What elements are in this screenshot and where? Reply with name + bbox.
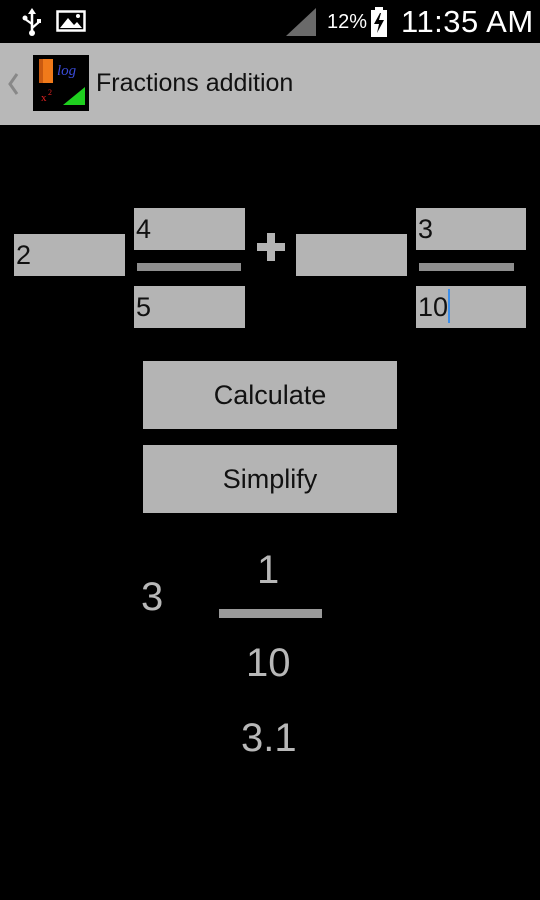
battery-charging-icon <box>371 7 387 37</box>
svg-text:log: log <box>57 63 77 79</box>
page-title: Fractions addition <box>96 69 294 97</box>
second-numerator-input[interactable] <box>416 208 526 250</box>
simplify-button[interactable]: Simplify <box>143 445 397 513</box>
clock: 11:35 AM <box>401 4 534 39</box>
svg-text:2: 2 <box>48 88 52 97</box>
signal-icon <box>286 8 316 36</box>
plus-icon <box>257 233 285 261</box>
usb-icon <box>22 8 41 36</box>
battery-percent: 12% <box>327 11 368 33</box>
first-whole-input[interactable] <box>14 234 125 276</box>
chevron-left-icon[interactable] <box>6 71 20 97</box>
text-cursor <box>448 289 450 323</box>
first-fraction-bar <box>137 263 241 271</box>
second-fraction-bar <box>419 263 514 271</box>
first-denominator-input[interactable] <box>134 286 245 328</box>
result-whole: 3 <box>141 575 164 619</box>
result-fraction-bar <box>219 609 322 618</box>
gallery-icon <box>56 10 86 32</box>
app-logo-icon[interactable]: log x 2 <box>33 55 89 111</box>
result-decimal: 3.1 <box>241 716 297 760</box>
second-whole-input[interactable] <box>296 234 407 276</box>
action-bar: log x 2 Fractions addition <box>0 43 540 125</box>
first-numerator-input[interactable] <box>134 208 245 250</box>
svg-text:x: x <box>41 92 47 104</box>
second-denominator-input[interactable] <box>416 286 526 328</box>
calculate-button[interactable]: Calculate <box>143 361 397 429</box>
status-bar: 12% 11:35 AM <box>0 0 540 43</box>
result-denominator: 10 <box>246 641 291 685</box>
result-numerator: 1 <box>257 548 280 592</box>
